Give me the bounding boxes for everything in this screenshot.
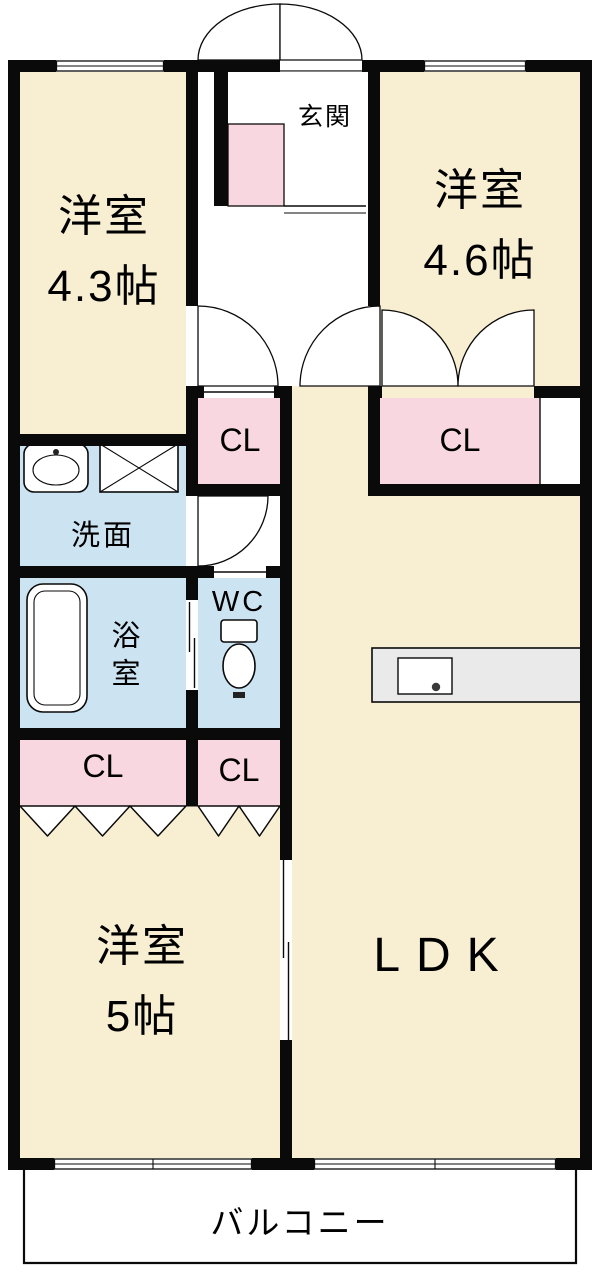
room-46-name: 洋室 xyxy=(434,166,526,215)
washroom-label: 洗面 xyxy=(70,520,135,552)
entrance-door-arc xyxy=(197,3,281,61)
ldk-floor xyxy=(292,386,580,1158)
closet-b-door-arc xyxy=(457,309,535,387)
entrance-wall-stub xyxy=(214,72,228,206)
room-46-size: 4.6帖 xyxy=(423,236,537,286)
closet-b-floor xyxy=(380,398,540,484)
walls xyxy=(8,60,592,1170)
closet-b-label: CL xyxy=(439,422,481,458)
ldk-label: LDK xyxy=(373,929,515,982)
closet-c-floor xyxy=(20,740,186,806)
bathtub-icon xyxy=(26,583,88,713)
bathroom-label: 浴室 xyxy=(107,620,139,696)
kitchen-faucet-icon xyxy=(431,682,441,692)
entrance-opening xyxy=(280,60,362,72)
room-5-name: 洋室 xyxy=(96,922,188,971)
room-43-name: 洋室 xyxy=(58,192,150,241)
room-46-door-arc xyxy=(299,305,381,387)
closet-a-label: CL xyxy=(219,422,261,458)
bifold-door-icons xyxy=(19,805,281,837)
closet-d-label: CL xyxy=(218,752,260,788)
closet-c-label: CL xyxy=(82,748,124,784)
room-5-floor xyxy=(20,806,280,1158)
toilet-icon xyxy=(220,619,258,698)
room-fills xyxy=(20,72,580,1158)
windows xyxy=(53,60,557,1170)
room-43-door-arc xyxy=(197,305,279,387)
closet-d-floor xyxy=(198,740,280,806)
room-5-label: 洋室 5帖 xyxy=(20,912,264,1053)
door-arcs xyxy=(197,3,535,567)
washbasin-icon xyxy=(23,443,89,493)
balcony-outline xyxy=(22,1170,578,1265)
closet-a-floor xyxy=(198,398,280,484)
entrance-label: 玄関 xyxy=(297,103,352,131)
washroom-door-arc xyxy=(197,495,269,567)
balcony-label: バルコニー xyxy=(210,1204,390,1241)
kitchen-counter xyxy=(371,647,585,703)
room-46-label: 洋室 4.6帖 xyxy=(382,156,578,297)
shoe-cabinet xyxy=(227,123,285,207)
room-43-floor xyxy=(20,72,186,434)
room-5-size: 5帖 xyxy=(105,992,179,1042)
closet-b-side-space xyxy=(540,398,580,484)
washing-machine-icon xyxy=(99,443,179,493)
room-43-size: 4.3帖 xyxy=(47,262,161,312)
wc-label: WC xyxy=(211,586,267,618)
entrance-door-arc xyxy=(279,3,363,61)
room-43-label: 洋室 4.3帖 xyxy=(18,182,190,323)
kitchen-sink-icon xyxy=(397,657,453,695)
